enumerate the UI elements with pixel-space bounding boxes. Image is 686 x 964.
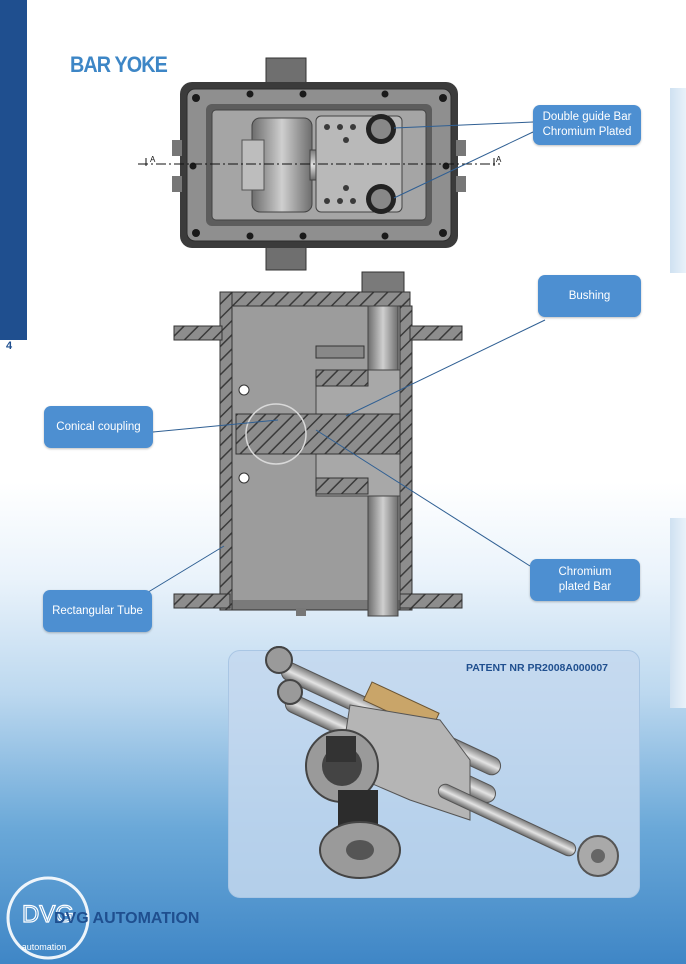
section-view-drawing (173, 271, 463, 617)
callout-line-2: Chromium Plated (542, 126, 632, 138)
section-mark-right: A (496, 155, 502, 164)
left-accent-bar (0, 0, 27, 340)
dvg-logo: DVG automation (6, 876, 90, 960)
callout-bushing: Bushing (538, 275, 641, 317)
patent-number: PATENT NR PR2008A000007 (466, 662, 609, 674)
logo-letters: DVG (22, 901, 74, 928)
callout-chromium-plated-bar: Chromium plated Bar (530, 559, 640, 601)
brand-name: DVG AUTOMATION (54, 910, 200, 927)
page-number: 4 (6, 340, 13, 352)
right-accent-bar-bottom (670, 518, 686, 708)
logo-subtext: automation (22, 942, 67, 952)
callout-rectangular-tube: Rectangular Tube (43, 590, 152, 632)
leader-lines (144, 121, 546, 595)
right-accent-bar-top (670, 88, 686, 273)
assembly-panel (228, 650, 640, 898)
callout-line-1: Chromium (558, 566, 612, 578)
top-view-drawing (138, 57, 500, 271)
page-title: BAR YOKE (70, 52, 168, 77)
section-mark-left: A (150, 155, 156, 164)
callout-line-2: plated Bar (558, 581, 612, 593)
callout-conical-coupling: Conical coupling (44, 406, 153, 448)
callout-line-1: Double guide Bar (542, 111, 632, 123)
